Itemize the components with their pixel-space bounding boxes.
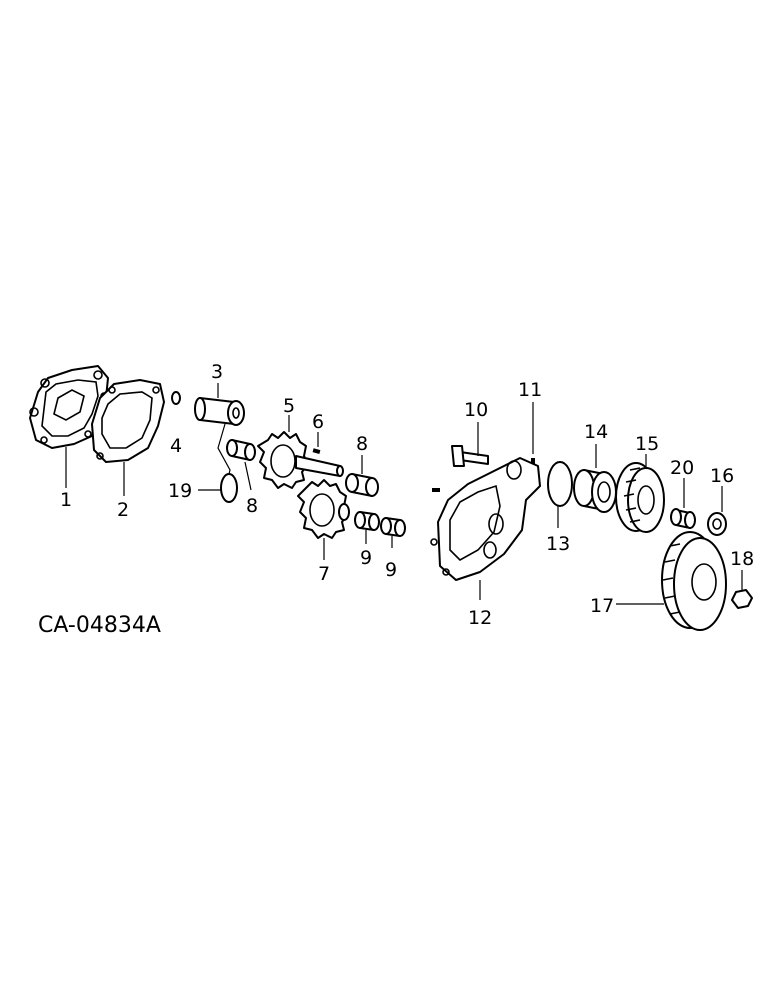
part-12-pump-body — [430, 457, 541, 600]
callout-20: 20 — [670, 457, 694, 479]
part-14-bearing — [573, 444, 617, 513]
part-17-large-gear — [616, 531, 727, 631]
part-9-bushings — [354, 511, 406, 548]
callout-1: 1 — [60, 489, 72, 511]
part-4-o-ring — [171, 391, 181, 405]
part-8-bushing-right — [345, 455, 379, 497]
callout-12: 12 — [468, 607, 492, 629]
callout-5: 5 — [283, 395, 295, 417]
part-7-driven-gear — [297, 479, 350, 560]
callout-17: 17 — [590, 595, 614, 617]
dowel-pin — [432, 488, 440, 492]
callout-4: 4 — [170, 435, 182, 457]
callout-19: 19 — [168, 480, 192, 502]
part-2-gasket — [91, 379, 165, 496]
callout-9-left: 9 — [360, 547, 372, 569]
callout-18: 18 — [730, 548, 754, 570]
part-6-pin — [312, 432, 321, 454]
part-8-bushing — [226, 439, 256, 491]
callout-8-right: 8 — [356, 433, 368, 455]
part-15-gear — [615, 454, 665, 533]
part-11-pin — [531, 402, 535, 466]
callout-9-right: 9 — [385, 559, 397, 581]
callout-10: 10 — [464, 399, 488, 421]
part-20-spacer — [670, 478, 696, 529]
part-13-snap-ring — [547, 461, 573, 528]
part-18-hex-nut — [731, 570, 753, 609]
callout-2: 2 — [117, 499, 129, 521]
drawing-code: CA-04834A — [38, 613, 161, 638]
callout-7: 7 — [318, 563, 330, 585]
callout-14: 14 — [584, 421, 608, 443]
part-3-sleeve — [194, 383, 245, 426]
callout-11: 11 — [518, 379, 542, 401]
callout-6: 6 — [312, 411, 324, 433]
callout-16: 16 — [710, 465, 734, 487]
part-10-bolt — [451, 422, 489, 467]
callout-8-left: 8 — [246, 495, 258, 517]
callout-13: 13 — [546, 533, 570, 555]
callout-15: 15 — [635, 433, 659, 455]
part-5-drive-gear — [257, 415, 344, 489]
part-16-nut — [707, 486, 727, 536]
callout-3: 3 — [211, 361, 223, 383]
part-19-o-ring — [198, 423, 238, 503]
